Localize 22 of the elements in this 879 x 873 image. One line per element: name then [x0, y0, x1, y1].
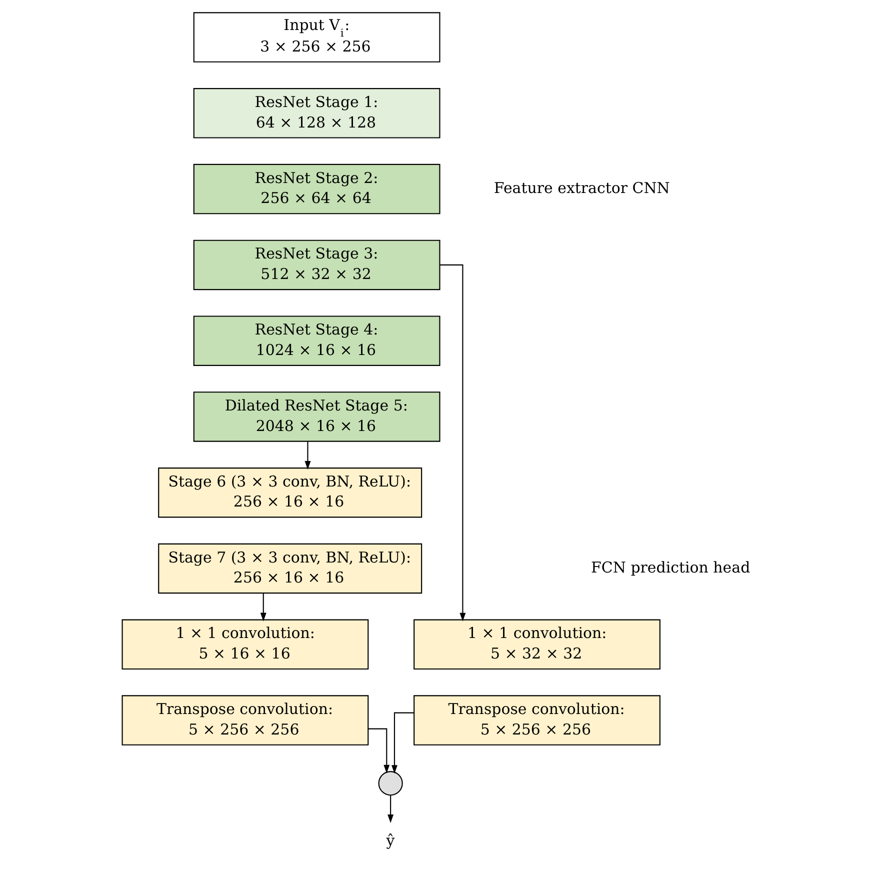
node-box: Stage 7 (3 × 3 conv, BN, ReLU): 256 × 16 × 16	[158, 543, 422, 594]
arrow	[439, 264, 466, 622]
arrow	[304, 442, 310, 470]
node-text: ŷ	[386, 832, 394, 850]
node-box: Dilated ResNet Stage 5: 2048 × 16 × 16	[192, 392, 440, 442]
node-box: ResNet Stage 3: 512 × 32 × 32	[192, 240, 440, 290]
arrow	[390, 712, 414, 774]
node-box: Stage 6 (3 × 3 conv, BN, ReLU): 256 × 16 × 16	[158, 468, 422, 518]
node-box: Input V$_{i}$: 3 × 256 × 256	[192, 12, 440, 62]
node-box: ResNet Stage 4: 1024 × 16 × 16	[192, 316, 440, 366]
arrow	[368, 728, 390, 774]
node-box: ResNet Stage 1: 64 × 128 × 128	[192, 88, 440, 138]
arrow	[260, 593, 266, 622]
label: FCN prediction head	[590, 558, 750, 576]
node-box: ResNet Stage 2: 256 × 64 × 64	[192, 164, 440, 214]
node-box: Transpose convolution: 5 × 256 × 256	[121, 695, 368, 746]
node-box: 1 × 1 convolution: 5 × 16 × 16	[121, 619, 368, 670]
node-box: 1 × 1 convolution: 5 × 32 × 32	[413, 619, 660, 670]
arrow	[387, 795, 394, 824]
node-circle	[378, 771, 402, 796]
label: Feature extractor CNN	[493, 179, 670, 198]
node-box: Transpose convolution: 5 × 256 × 256	[413, 695, 660, 746]
